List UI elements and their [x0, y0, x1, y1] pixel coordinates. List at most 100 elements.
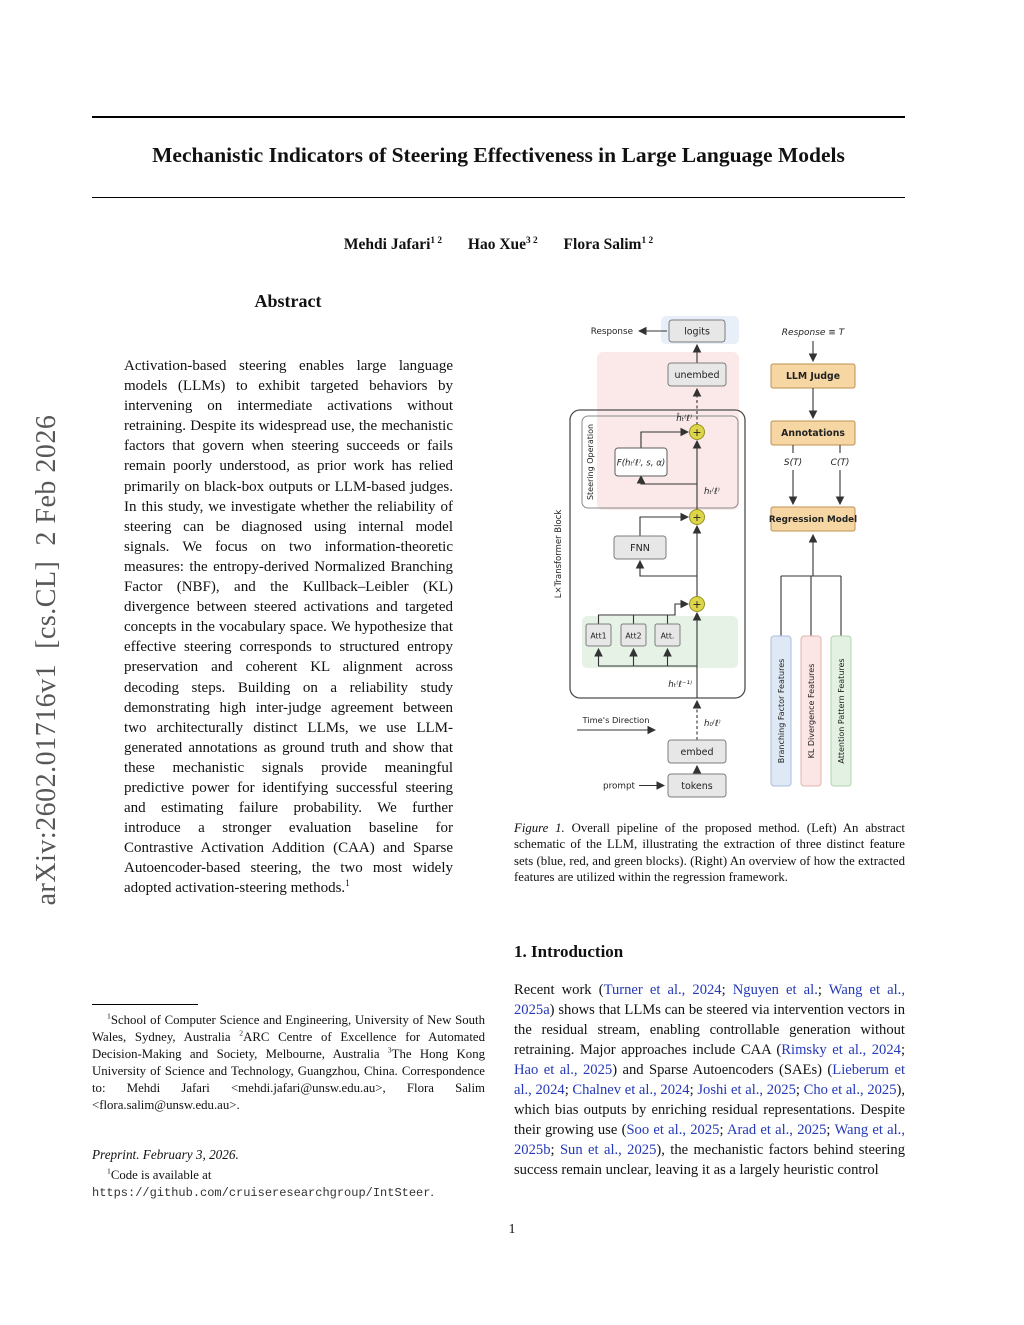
intro-text-segment: ;	[826, 1122, 835, 1138]
citation-link[interactable]: Joshi et al., 2025	[697, 1082, 796, 1098]
fnn-add-node	[689, 509, 705, 525]
steering-function-label: F(hₜ⁽ℓ⁾, s, α)	[617, 459, 665, 469]
steering-output-arrow	[640, 427, 690, 448]
citation-link[interactable]: Lieberum et al., 2024	[514, 1062, 905, 1098]
author-affiliation-marker: 3 2	[526, 235, 538, 246]
response-equiv-label: Response ≡ T	[782, 328, 846, 338]
embed-label: embed	[680, 747, 713, 758]
logits-box	[668, 319, 726, 343]
response-label: Response	[591, 327, 633, 337]
att2-box	[620, 623, 647, 647]
abstract-text: Activation-based steering enables large …	[124, 356, 453, 899]
arxiv-banner: arXiv:2602.01716v1 [cs.CL] 2 Feb 2026	[31, 414, 62, 906]
author-2: Hao Xue3 2	[468, 236, 538, 253]
att1-input-arrow	[594, 647, 697, 667]
author-name: Mehdi Jafari	[343, 236, 431, 253]
abstract-footnote-marker[interactable]: 1	[345, 878, 350, 889]
intro-text-segment: ;	[689, 1082, 698, 1098]
prompt-label: prompt	[603, 782, 636, 792]
attention-pattern-bar	[830, 635, 852, 787]
affiliation-footnote: 1School of Computer Science and Engineer…	[92, 1012, 485, 1113]
att-last-box	[654, 623, 681, 647]
att2-label: Att2	[625, 632, 641, 641]
citation-link[interactable]: Cho et al., 2025	[803, 1082, 897, 1098]
citation-link[interactable]: Nguyen et al.	[732, 982, 818, 998]
h0-label: h₀⁽ℓ⁾	[704, 719, 721, 729]
steering-input-arrow	[636, 474, 697, 485]
intro-text-segment: ), which bias outputs by enriching resid…	[514, 1082, 906, 1138]
citation-link[interactable]: Wang et al., 2025b	[514, 1122, 905, 1158]
steering-add-node	[689, 424, 705, 440]
branching-factor-bar	[770, 635, 792, 787]
author-affiliation-marker: 1 2	[641, 235, 654, 246]
tokens-box	[667, 773, 727, 798]
intro-text-segment: Recent work (	[514, 982, 604, 998]
steering-operation-box	[581, 415, 739, 509]
preprint-note: Preprint. February 3, 2026.	[92, 1147, 239, 1162]
score-set-label: S(T)	[784, 458, 802, 468]
citation-link[interactable]: Wang et al., 2025a	[514, 982, 905, 1018]
code-repo-link[interactable]: https://github.com/cruiseresearchgroup/I…	[92, 1186, 431, 1201]
title-rule-top	[92, 116, 905, 118]
intro-text-segment: ;	[721, 982, 733, 998]
author-affiliation-marker: 1 2	[430, 235, 443, 246]
figure-1: L×Transformer Block Steering Operation	[513, 314, 905, 816]
citation-link[interactable]: Rimsky et al., 2024	[781, 1042, 901, 1058]
intro-text-segment: ;	[795, 1082, 804, 1098]
citation-link[interactable]: Soo et al., 2025	[626, 1122, 720, 1138]
abstract-heading: Abstract	[254, 291, 322, 311]
att-last-label: Att.	[661, 632, 675, 641]
kl-divergence-bar-label: KL Divergence Features	[807, 664, 816, 759]
intro-text-segment: ;	[900, 1042, 905, 1058]
intro-text-segment: ), the mechanistic factors behind steeri…	[514, 1142, 905, 1178]
plus-sign: +	[692, 511, 701, 524]
footnote-rule	[92, 1004, 198, 1005]
steering-operation-label: Steering Operation	[586, 424, 595, 500]
fnn-box	[613, 535, 667, 560]
plus-sign: +	[692, 598, 701, 611]
author-name: Hao Xue	[467, 236, 527, 253]
attention-output-arrow	[597, 599, 690, 624]
citation-link[interactable]: Arad et al., 2025	[726, 1122, 827, 1138]
tokens-label: tokens	[681, 781, 713, 792]
attention-pattern-bar-label: Attention Pattern Features	[837, 658, 846, 763]
author-1: Mehdi Jafari1 2	[344, 236, 442, 253]
plus-sign: +	[692, 426, 701, 439]
figure-caption-label: Figure 1.	[514, 821, 565, 835]
author-name: Flora Salim	[563, 236, 642, 253]
transformer-block-label: L×Transformer Block	[554, 510, 564, 599]
paper-title: Mechanistic Indicators of Steering Effec…	[152, 143, 845, 167]
citation-link[interactable]: Hao et al., 2025	[514, 1062, 613, 1078]
unembed-box	[667, 362, 727, 387]
fnn-input-arrow	[635, 559, 697, 577]
affil-marker-2: 2	[239, 1028, 244, 1038]
introduction-paragraph: Recent work (Turner et al., 2024; Nguyen…	[514, 980, 905, 1180]
logits-label: logits	[684, 327, 710, 338]
transformer-block-border	[569, 409, 746, 699]
affil-marker-3: 3	[387, 1045, 392, 1055]
embed-box	[667, 739, 727, 764]
abstract-body: Activation-based steering enables large …	[124, 358, 453, 897]
title-rule-bottom	[92, 197, 905, 199]
regression-model-box	[770, 506, 856, 532]
class-set-label: C(T)	[831, 458, 850, 468]
figure-caption-text: Overall pipeline of the proposed method.…	[514, 821, 905, 885]
citation-link[interactable]: Chalnev et al., 2024	[572, 1082, 690, 1098]
page-number: 1	[508, 1222, 516, 1237]
fnn-label: FNN	[630, 543, 650, 554]
kl-divergence-bar	[800, 635, 822, 787]
fnn-output-arrow	[639, 512, 690, 536]
code-footnote: 1Code is available at https://github.com…	[92, 1167, 485, 1202]
intro-text-segment: ) and Sparse Autoencoders (SAEs) (	[612, 1062, 833, 1078]
intro-text-segment: ;	[719, 1122, 727, 1138]
time-direction-label: Time's Direction	[581, 715, 649, 725]
citation-link[interactable]: Sun et al., 2025	[559, 1142, 657, 1158]
author-line: Mehdi Jafari1 2 Hao Xue3 2 Flora Salim1 …	[92, 236, 905, 254]
figure-caption: Figure 1. Overall pipeline of the propos…	[514, 820, 905, 886]
citation-link[interactable]: Turner et al., 2024	[603, 982, 722, 998]
att1-label: Att1	[590, 632, 606, 641]
intro-text-segment: ;	[564, 1082, 573, 1098]
affil-text-2: ARC Centre of Excellence for Automated D…	[92, 1029, 485, 1061]
pipeline-diagram: L×Transformer Block Steering Operation	[554, 316, 857, 798]
